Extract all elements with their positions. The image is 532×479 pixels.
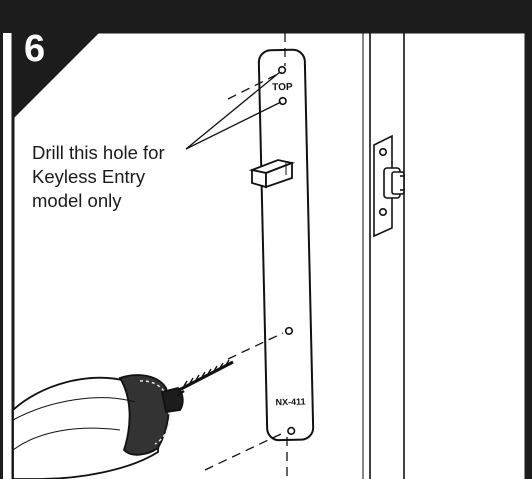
wood-screw-icon: [178, 359, 234, 392]
door-jamb-icon: [362, 33, 405, 479]
plate-model-label: NX-411: [275, 397, 305, 408]
step-badge: [13, 32, 100, 119]
panel-border: [11, 30, 528, 479]
door-latch-icon: [373, 134, 405, 238]
callout-line-2: Keyless Entry: [32, 166, 146, 187]
step-number: 6: [24, 28, 45, 70]
drill-hole-callout: Drill this hole for Keyless Entry model …: [32, 141, 212, 213]
left-frame-edge: [0, 0, 3, 479]
power-drill-icon: [12, 374, 185, 479]
alignment-dashes: [204, 33, 288, 479]
callout-line-3: model only: [32, 190, 122, 211]
right-frame-edge: [526, 33, 532, 479]
top-frame-band: [0, 0, 532, 33]
callout-leader-lines: [185, 71, 282, 150]
plate-top-label: TOP: [272, 82, 293, 93]
latch-bolt-icon: [248, 159, 296, 189]
callout-line-1: Drill this hole for: [32, 142, 165, 163]
strike-plate-icon: TOP NX-411: [257, 48, 315, 442]
